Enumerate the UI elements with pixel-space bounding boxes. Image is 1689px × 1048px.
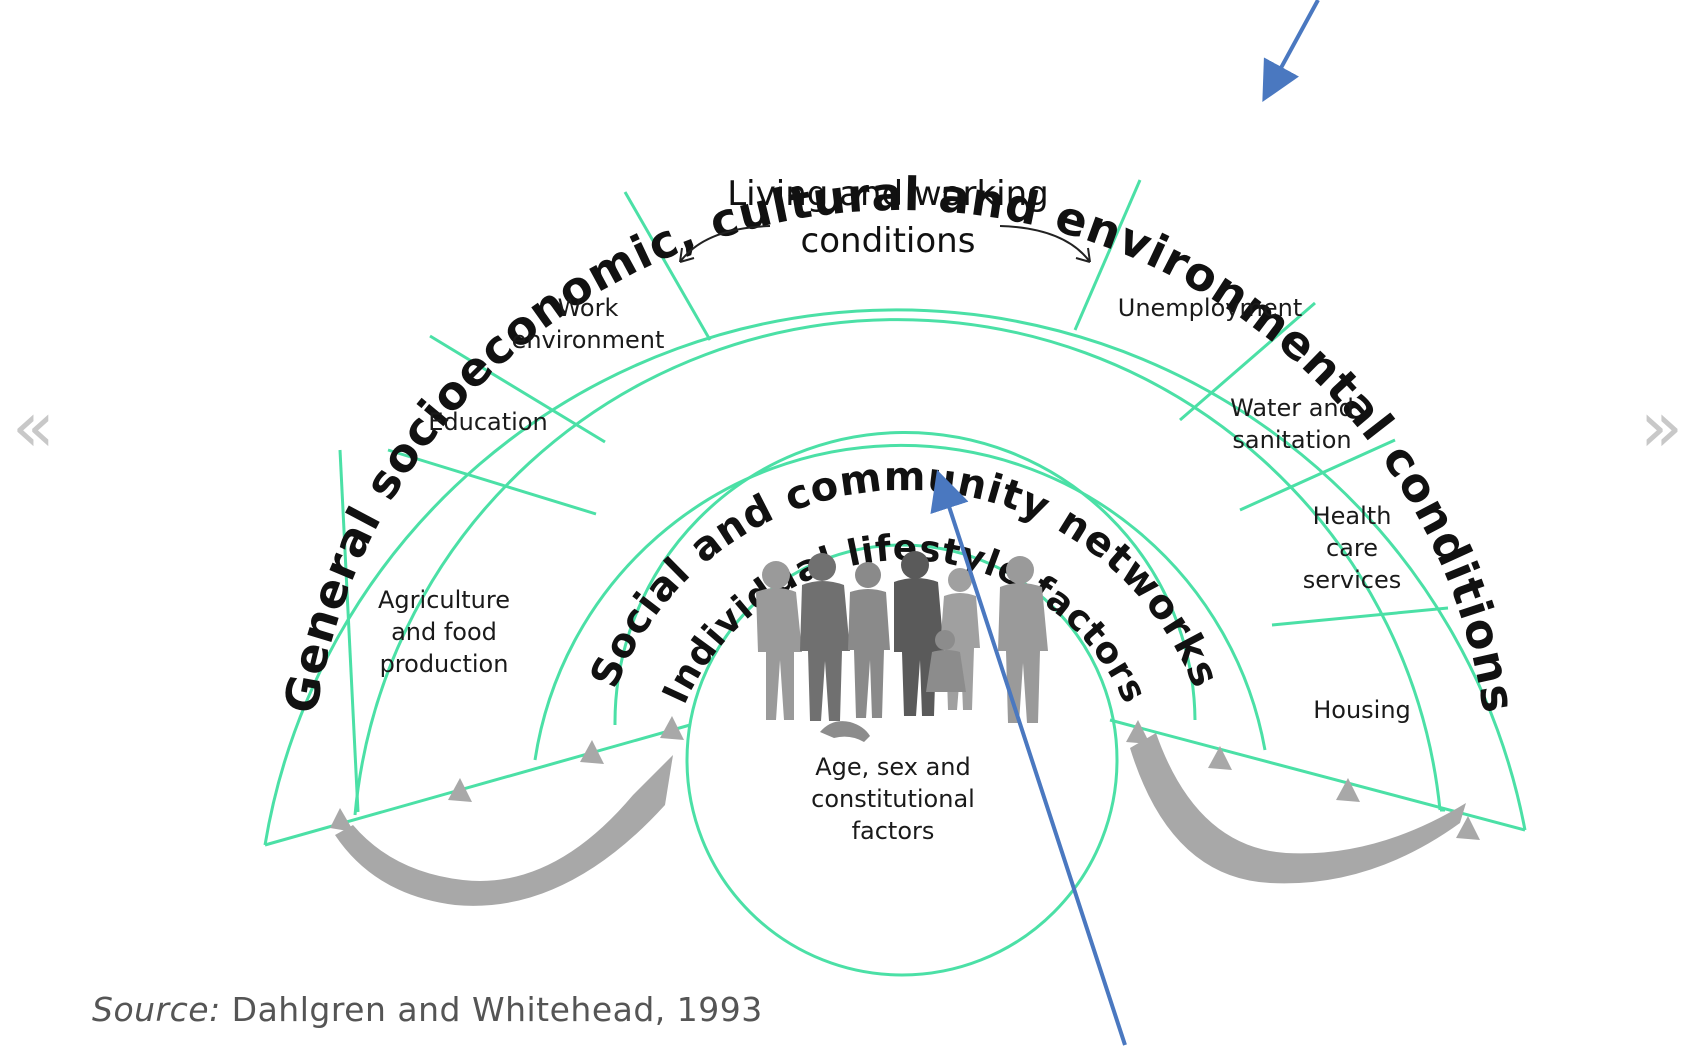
agriculture-line3: production: [380, 650, 509, 678]
divider-left-1: [338, 449, 360, 813]
center-line2: constitutional: [811, 785, 975, 813]
education-label: Education: [428, 408, 547, 436]
living-working-line2: conditions: [801, 221, 976, 261]
lifestyle-ring-border: [613, 431, 1197, 726]
curved-arrow-left: [679, 225, 771, 263]
unemployment-label: Unemployment: [1118, 294, 1302, 322]
agriculture-line2: and food: [391, 618, 497, 646]
next-slide-icon[interactable]: »: [1640, 386, 1683, 468]
water-line2: sanitation: [1232, 426, 1351, 454]
work-line1: Work: [558, 294, 619, 322]
arrowhead-left: [679, 247, 695, 263]
agriculture-line1: Agriculture: [378, 586, 510, 614]
center-line1: Age, sex and: [815, 753, 971, 781]
left-segment-labels: Agriculture and food production Educatio…: [378, 294, 664, 678]
living-working-line1: Living and working: [727, 174, 1049, 214]
center-line3: factors: [852, 817, 935, 845]
work-line2: environment: [512, 326, 665, 354]
health-line3: services: [1303, 566, 1401, 594]
source-prefix: Source:: [92, 990, 221, 1029]
living-working-ring-border: [353, 318, 1442, 816]
health-line1: Health: [1313, 502, 1392, 530]
divider-left-4: [623, 191, 712, 341]
divider-right-4: [1271, 606, 1449, 627]
social-ring-border: [533, 443, 1267, 761]
feedback-arrows-right: [1126, 720, 1480, 884]
divider-right-1: [1073, 179, 1142, 331]
health-line2: care: [1326, 534, 1378, 562]
pointer-arrow-outer: [1262, 0, 1320, 103]
water-line1: Water and: [1230, 394, 1354, 422]
source-text: Dahlgren and Whitehead, 1993: [220, 990, 763, 1029]
divider-left-2: [387, 448, 597, 516]
source-citation: Source: Dahlgren and Whitehead, 1993: [92, 990, 763, 1029]
right-segment-labels: Unemployment Water and sanitation Health…: [1118, 294, 1411, 724]
curved-arrow-right: [999, 225, 1091, 263]
living-working-label: Living and working conditions: [679, 174, 1091, 263]
center-circle: [685, 543, 1119, 977]
arrowhead-right: [1075, 247, 1091, 263]
center-label: Age, sex and constitutional factors: [811, 753, 975, 845]
feedback-arrows-left: [330, 716, 684, 906]
people-silhouettes-icon: [756, 551, 1048, 742]
pointer-arrow-lifestyle: [930, 469, 1127, 1046]
outer-ring-border: [263, 308, 1527, 846]
prev-slide-icon[interactable]: «: [12, 386, 55, 468]
divider-right-2: [1179, 301, 1316, 422]
divider-right-3: [1239, 438, 1396, 512]
divider-left-3: [429, 334, 606, 444]
segment-dividers: [338, 179, 1449, 813]
housing-label: Housing: [1313, 696, 1411, 724]
